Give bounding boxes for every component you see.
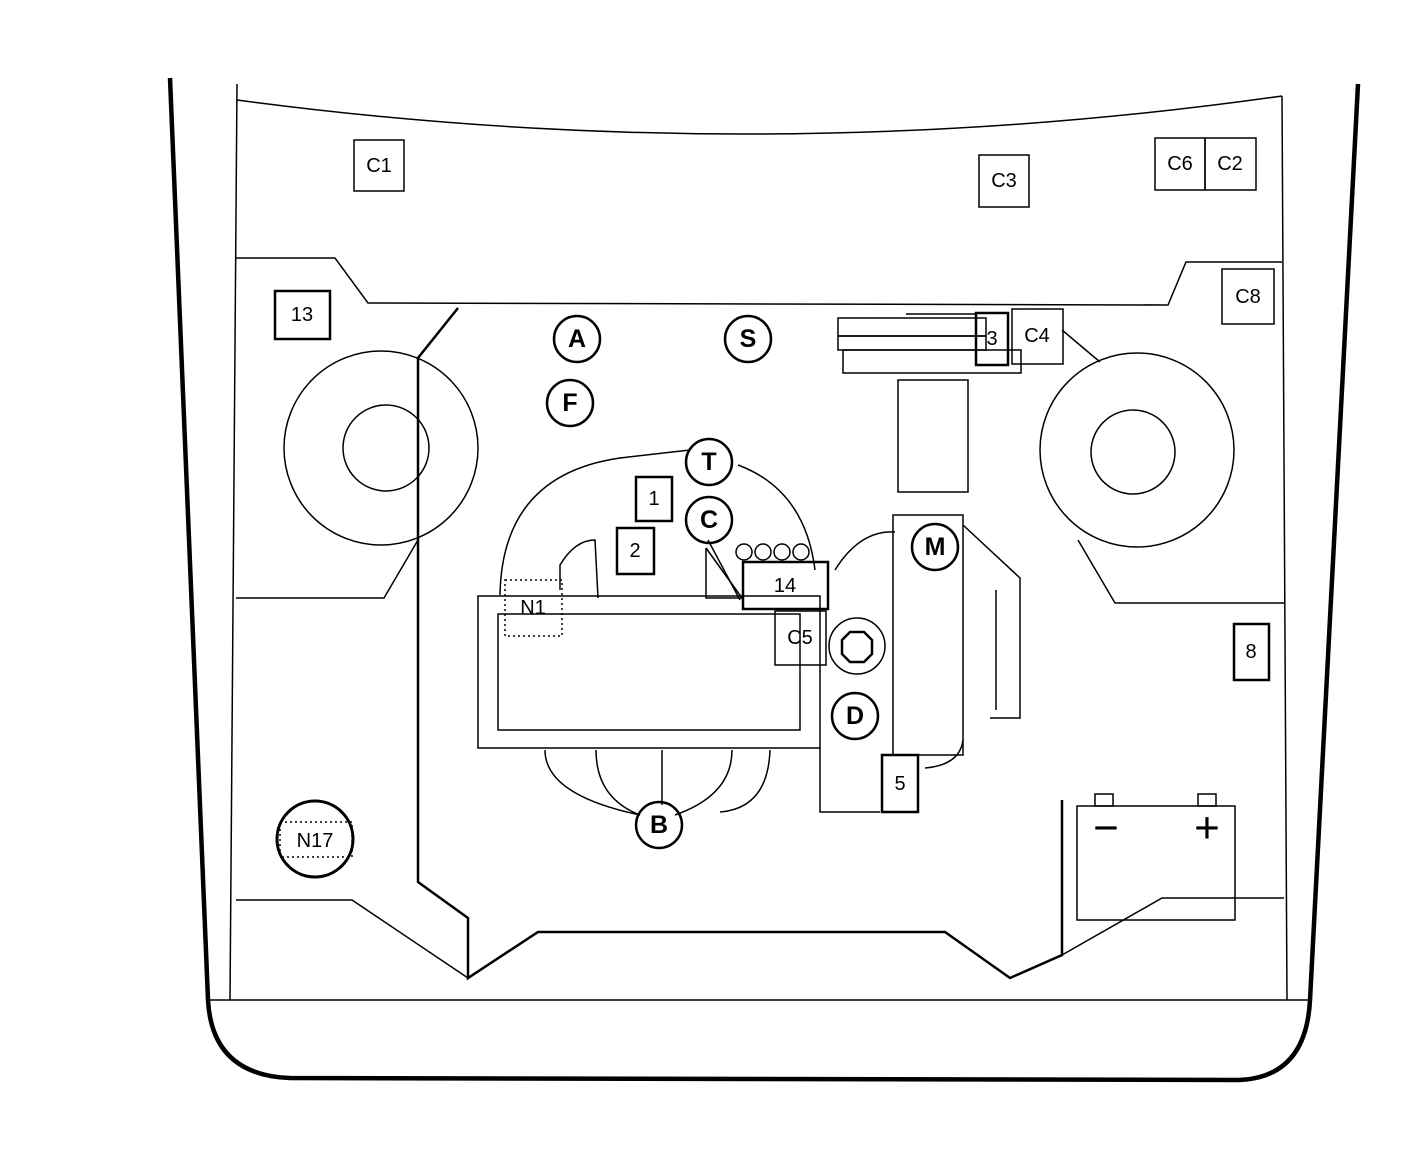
c1-label: C1 bbox=[366, 155, 392, 177]
callout-c-label: C bbox=[700, 506, 718, 534]
n17-label: N17 bbox=[297, 830, 334, 852]
battery: − + bbox=[1076, 793, 1236, 921]
component-c2: C2 bbox=[1204, 137, 1257, 191]
body-outline bbox=[167, 77, 1361, 1083]
box2-label: 2 bbox=[629, 540, 640, 562]
component-13: 13 bbox=[273, 289, 332, 341]
component-c6: C6 bbox=[1154, 137, 1206, 191]
callout-c: C bbox=[684, 495, 734, 545]
engine-compartment-outline bbox=[416, 307, 1101, 981]
bulkhead-panel bbox=[236, 95, 1283, 306]
c3-label: C3 bbox=[991, 170, 1017, 192]
component-c8: C8 bbox=[1221, 268, 1275, 325]
c5-label: C5 bbox=[787, 627, 813, 649]
c4-label: C4 bbox=[1024, 325, 1050, 347]
hoses bbox=[544, 748, 880, 816]
callout-m: M bbox=[910, 522, 960, 572]
c6-label: C6 bbox=[1167, 153, 1193, 175]
box5-label: 5 bbox=[894, 773, 905, 795]
callout-s: S bbox=[723, 314, 773, 364]
c8-label: C8 bbox=[1235, 286, 1261, 308]
battery-plus: + bbox=[1194, 804, 1220, 853]
component-c3: C3 bbox=[978, 154, 1030, 208]
engine-block-right bbox=[834, 514, 1021, 769]
engine-cover bbox=[499, 449, 816, 599]
callout-s-label: S bbox=[740, 325, 757, 353]
component-2: 2 bbox=[615, 526, 656, 576]
component-c1: C1 bbox=[353, 139, 405, 192]
box8-label: 8 bbox=[1245, 641, 1256, 663]
box13-label: 13 bbox=[291, 304, 313, 326]
callout-a-label: A bbox=[568, 325, 586, 353]
callout-m-label: M bbox=[925, 533, 946, 561]
component-c4: C4 bbox=[1011, 308, 1064, 365]
component-8: 8 bbox=[1232, 622, 1271, 682]
component-3: 3 bbox=[974, 311, 1010, 367]
callout-a: A bbox=[552, 314, 602, 364]
callout-d-label: D bbox=[846, 702, 864, 730]
component-n1: N1 bbox=[504, 579, 563, 637]
component-5: 5 bbox=[880, 753, 920, 814]
callout-f: F bbox=[545, 378, 595, 428]
component-c5: C5 bbox=[774, 610, 827, 666]
c2-label: C2 bbox=[1217, 153, 1243, 175]
callout-t: T bbox=[684, 437, 734, 487]
component-14: 14 bbox=[741, 560, 830, 611]
box14-label: 14 bbox=[774, 575, 796, 597]
callout-b-label: B bbox=[650, 811, 668, 839]
callout-b: B bbox=[634, 800, 684, 850]
left-strut-tower bbox=[283, 350, 479, 546]
battery-minus: − bbox=[1093, 804, 1119, 853]
callout-f-label: F bbox=[562, 389, 577, 417]
n1-label: N1 bbox=[520, 597, 546, 619]
box1-label: 1 bbox=[648, 488, 659, 510]
oil-filler-cap bbox=[828, 617, 886, 675]
air-cleaner bbox=[477, 595, 821, 749]
callout-t-label: T bbox=[701, 448, 716, 476]
wiper-assembly bbox=[837, 313, 1022, 493]
ignition-coil bbox=[707, 539, 810, 601]
component-n17: N17 bbox=[275, 799, 355, 879]
side-panels bbox=[236, 539, 1284, 979]
callout-d: D bbox=[830, 691, 880, 741]
right-strut-tower bbox=[1039, 352, 1235, 548]
box3-label: 3 bbox=[986, 328, 997, 350]
component-1: 1 bbox=[634, 475, 674, 523]
